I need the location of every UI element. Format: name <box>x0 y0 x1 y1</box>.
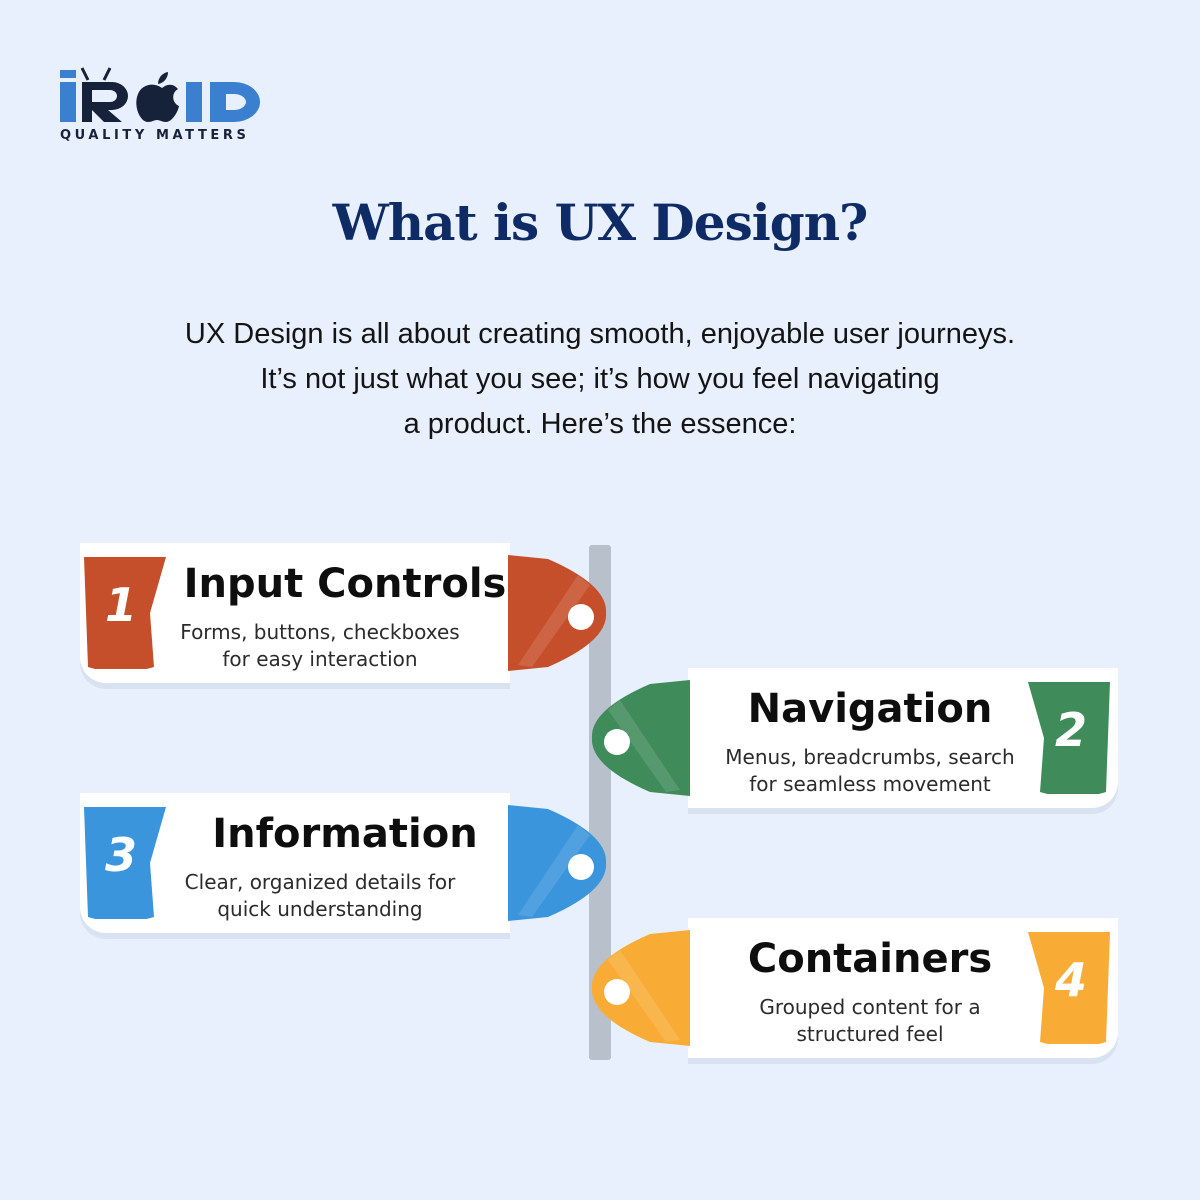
item-description-line: for seamless movement <box>749 772 991 796</box>
timeline-pole <box>589 545 611 1060</box>
tag-icon <box>508 555 607 671</box>
number-ribbon <box>84 807 166 919</box>
page-title: What is UX Design? <box>332 193 869 252</box>
item-description: Clear, organized details for quick under… <box>150 869 490 923</box>
item-description-line: Forms, buttons, checkboxes <box>180 620 460 644</box>
item-description-line: Menus, breadcrumbs, search <box>725 745 1015 769</box>
item-description-line: for easy interaction <box>222 647 418 671</box>
brand-tagline: QUALITY MATTERS <box>60 128 250 143</box>
tag-icon <box>591 930 690 1046</box>
brand-logo <box>58 62 288 152</box>
item-description-line: Clear, organized details for <box>184 870 456 894</box>
tag-icon <box>591 680 690 796</box>
intro-line: UX Design is all about creating smooth, … <box>184 318 1016 350</box>
item-heading: Input Controls <box>183 561 507 607</box>
item-heading: Navigation <box>747 686 993 732</box>
item-description: Forms, buttons, checkboxes for easy inte… <box>150 619 490 673</box>
item-card-input-controls: 1 Input Controls Forms, buttons, checkbo… <box>80 543 610 691</box>
item-description-line: Grouped content for a <box>759 995 981 1019</box>
item-card-containers: 4 Containers Grouped content for a struc… <box>590 918 1118 1066</box>
item-number: 3 <box>104 828 137 882</box>
item-heading: Information <box>212 811 478 857</box>
intro-line: a product. Here’s the essence: <box>403 408 797 440</box>
item-description: Menus, breadcrumbs, search for seamless … <box>700 744 1040 798</box>
item-card-information: 3 Information Clear, organized details f… <box>80 793 610 941</box>
item-number: 1 <box>104 578 137 632</box>
intro-text: UX Design is all about creating smooth, … <box>100 312 1100 447</box>
item-description-line: structured feel <box>796 1022 944 1046</box>
item-number: 4 <box>1054 953 1087 1007</box>
item-description-line: quick understanding <box>217 897 423 921</box>
intro-line: It’s not just what you see; it’s how you… <box>260 363 940 395</box>
item-description: Grouped content for a structured feel <box>700 994 1040 1048</box>
tag-icon <box>508 805 607 921</box>
item-heading: Containers <box>747 936 993 982</box>
item-card-navigation: 2 Navigation Menus, breadcrumbs, search … <box>590 668 1118 816</box>
item-number: 2 <box>1054 703 1087 757</box>
number-ribbon <box>84 557 166 669</box>
number-ribbon <box>1028 932 1110 1044</box>
number-ribbon <box>1028 682 1110 794</box>
brand-logo-mark <box>60 67 260 122</box>
